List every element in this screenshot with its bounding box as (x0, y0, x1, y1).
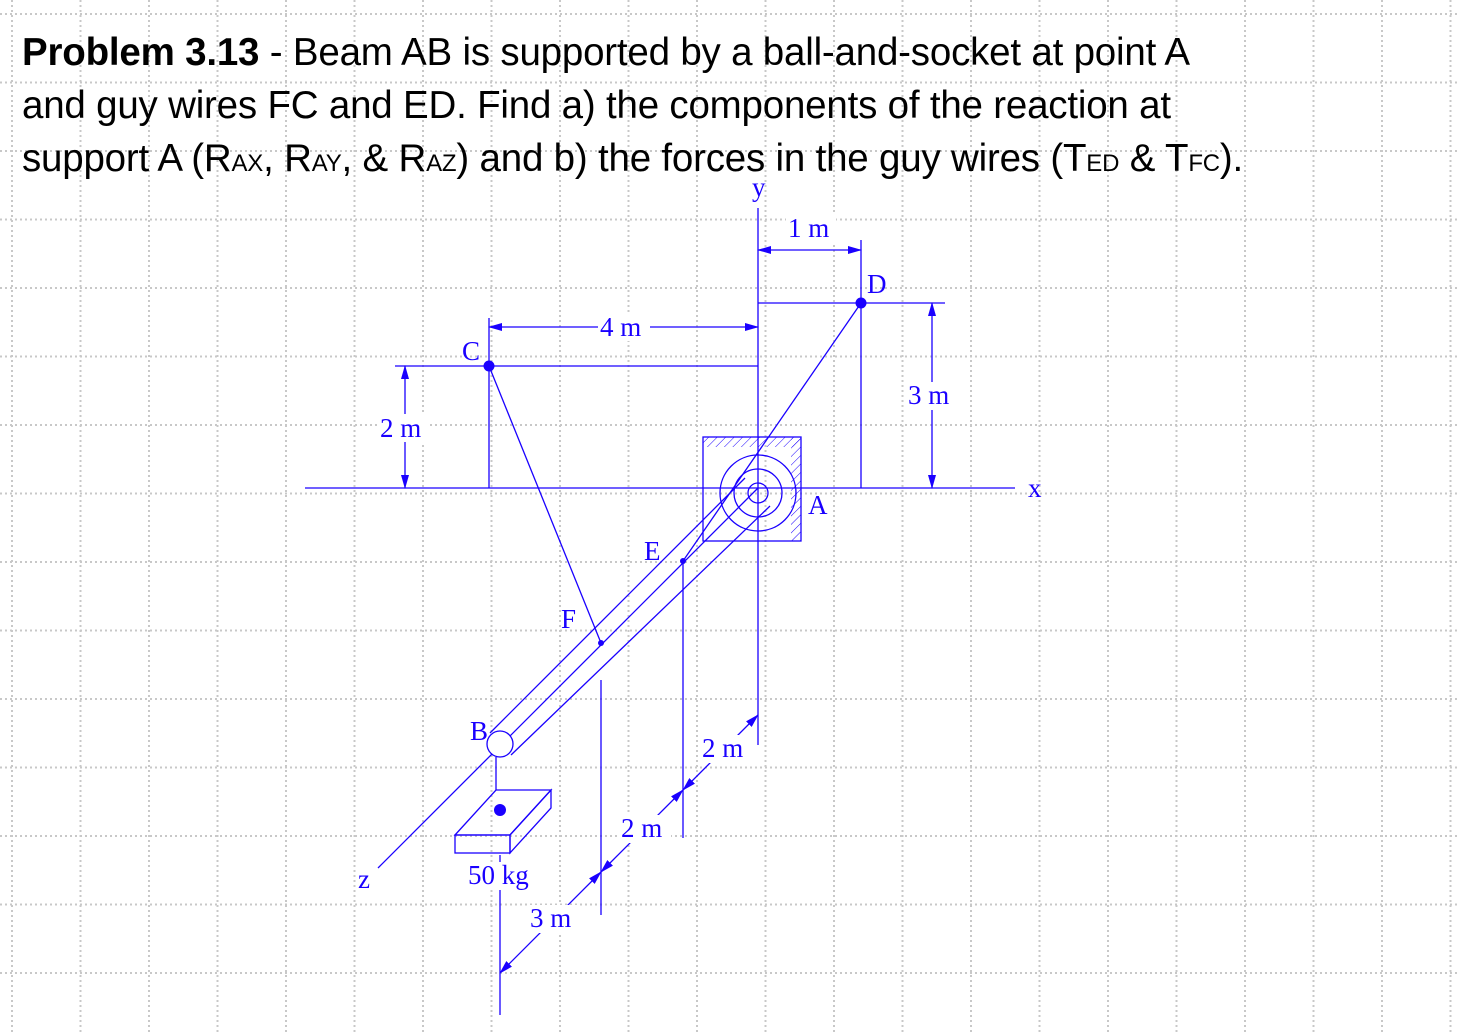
point-label-e: E (644, 536, 661, 566)
beam-edge-upper (489, 477, 746, 734)
problem-line-3-e: & T (1119, 137, 1189, 180)
problem-line-2: and guy wires FC and ED. Find a) the com… (22, 84, 1171, 127)
point-d-marker (855, 297, 867, 309)
point-label-f: F (561, 604, 576, 634)
dim-label-3m-vertical: 3 m (908, 380, 949, 410)
axis-label-z: z (358, 864, 370, 894)
point-c-marker (483, 360, 495, 372)
dim-label-3m-fb: 3 m (530, 903, 571, 933)
ball-socket-inner (747, 482, 769, 504)
support-hatch-top (703, 437, 801, 447)
z-axis-line (377, 487, 759, 869)
subscript-ay: AY (311, 150, 342, 177)
problem-line-3-d: ) and b) the forces in the guy wires (T (456, 137, 1087, 180)
beam-end-b (486, 730, 514, 758)
dim-label-4m: 4 m (600, 312, 641, 342)
problem-line-3-a: support A (R (22, 137, 232, 180)
dim-label-2m-vertical: 2 m (380, 413, 421, 443)
problem-statement: Problem 3.13 - Beam AB is supported by a… (22, 26, 1452, 190)
mass-block-side (509, 788, 552, 855)
wire-ed (682, 302, 862, 562)
axis-label-y: y (752, 172, 766, 202)
point-e-marker (680, 558, 686, 564)
axis-label-x: x (1028, 473, 1042, 503)
problem-line-3-c: , & R (341, 137, 427, 180)
dim-label-2m-ef: 2 m (621, 813, 662, 843)
subscript-ed: ED (1086, 150, 1120, 177)
beam-edge-lower (510, 505, 771, 756)
problem-line-3: support A (RAX, RAY, & RAZ) and b) the f… (22, 132, 1452, 190)
subscript-az: AZ (426, 150, 457, 177)
load-label: 50 kg (468, 860, 529, 890)
subscript-fc: FC (1188, 150, 1220, 177)
point-label-b: B (470, 716, 488, 746)
mass-center-marker (494, 804, 506, 816)
mass-block-front (454, 834, 511, 854)
point-label-a: A (808, 490, 828, 520)
subscript-ax: AX (231, 150, 264, 177)
point-f-marker (598, 640, 604, 646)
problem-line-1: Problem 3.13 - Beam AB is supported by a… (22, 26, 1452, 79)
ball-socket-outer (719, 454, 797, 532)
support-block (702, 436, 802, 542)
problem-line-1-text: - Beam AB is supported by a ball-and-soc… (259, 31, 1190, 74)
dim-label-1m: 1 m (788, 213, 829, 243)
problem-line-3-b: , R (263, 137, 312, 180)
point-label-d: D (867, 269, 887, 299)
problem-line-3-f: ). (1219, 137, 1244, 180)
problem-number: Problem 3.13 (22, 31, 260, 74)
point-label-c: C (462, 336, 480, 366)
dim-label-2m-ae: 2 m (702, 733, 743, 763)
wire-fc (488, 365, 602, 644)
